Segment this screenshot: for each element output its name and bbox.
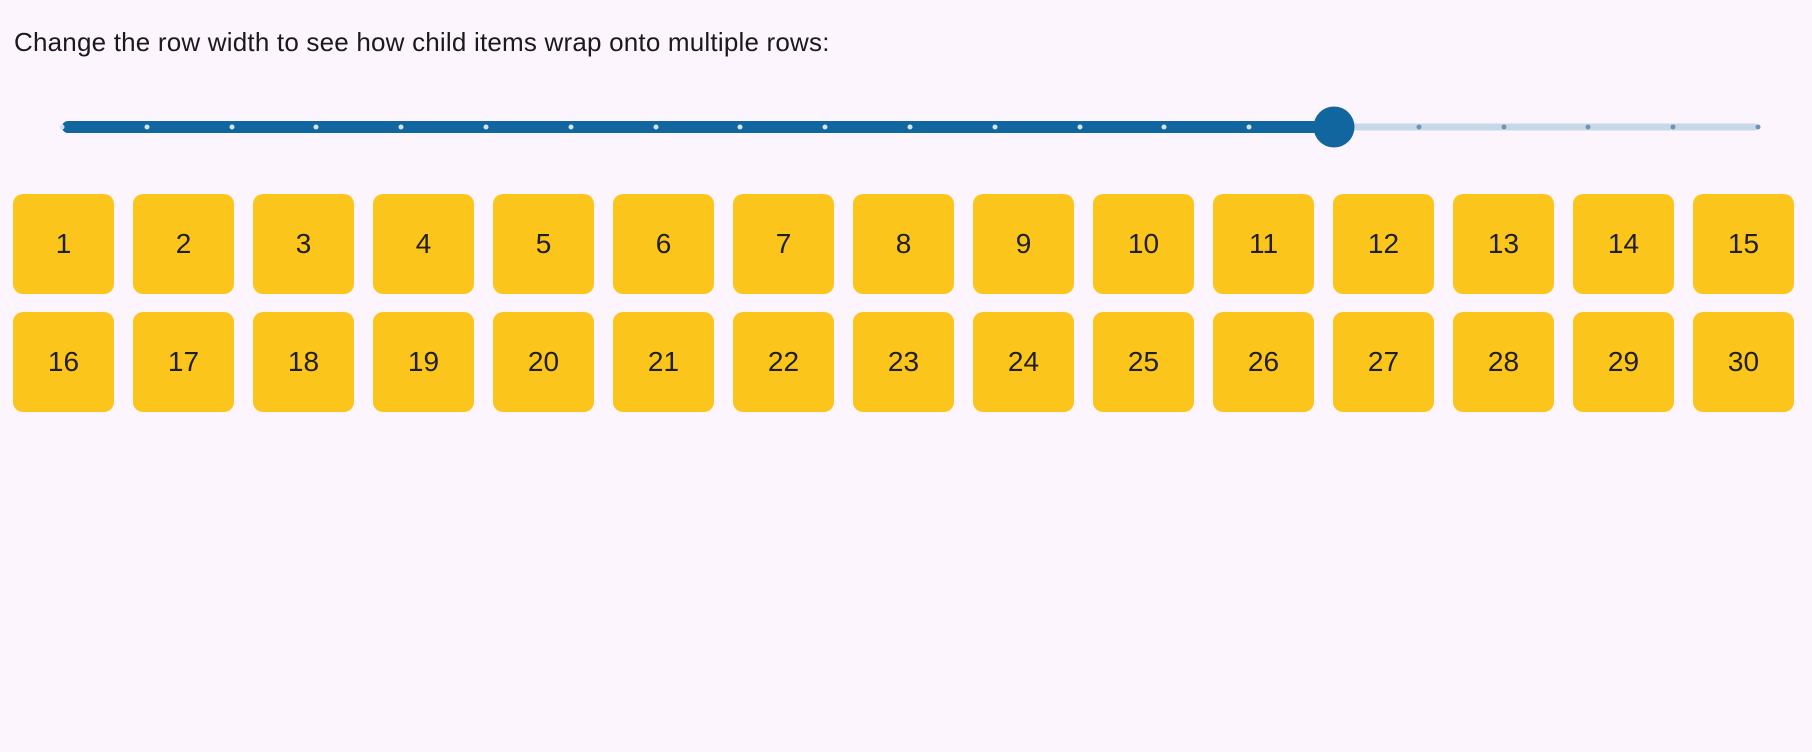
- grid-item: 28: [1453, 312, 1554, 412]
- grid-item: 1: [13, 194, 114, 294]
- grid-item: 6: [613, 194, 714, 294]
- grid-item: 25: [1093, 312, 1194, 412]
- grid-item: 18: [253, 312, 354, 412]
- grid-item: 29: [1573, 312, 1674, 412]
- grid-item: 20: [493, 312, 594, 412]
- grid-item: 24: [973, 312, 1074, 412]
- grid-item: 8: [853, 194, 954, 294]
- grid-item: 14: [1573, 194, 1674, 294]
- grid-item: 27: [1333, 312, 1434, 412]
- grid-item: 15: [1693, 194, 1794, 294]
- grid-item: 3: [253, 194, 354, 294]
- grid-item: 2: [133, 194, 234, 294]
- grid-item: 30: [1693, 312, 1794, 412]
- grid-item: 10: [1093, 194, 1194, 294]
- row-width-slider[interactable]: [59, 103, 1761, 151]
- slider-fill: [62, 121, 1334, 133]
- grid-item: 12: [1333, 194, 1434, 294]
- page-description: Change the row width to see how child it…: [14, 27, 830, 57]
- grid-item: 11: [1213, 194, 1314, 294]
- grid-item: 26: [1213, 312, 1314, 412]
- grid-item: 21: [613, 312, 714, 412]
- grid-item: 16: [13, 312, 114, 412]
- grid-item: 19: [373, 312, 474, 412]
- grid-item: 9: [973, 194, 1074, 294]
- grid-item: 5: [493, 194, 594, 294]
- grid-item: 7: [733, 194, 834, 294]
- grid-item: 22: [733, 312, 834, 412]
- grid-item: 23: [853, 312, 954, 412]
- slider-thumb[interactable]: [1313, 106, 1355, 148]
- grid-item: 4: [373, 194, 474, 294]
- grid-item: 13: [1453, 194, 1554, 294]
- grid-item: 17: [133, 312, 234, 412]
